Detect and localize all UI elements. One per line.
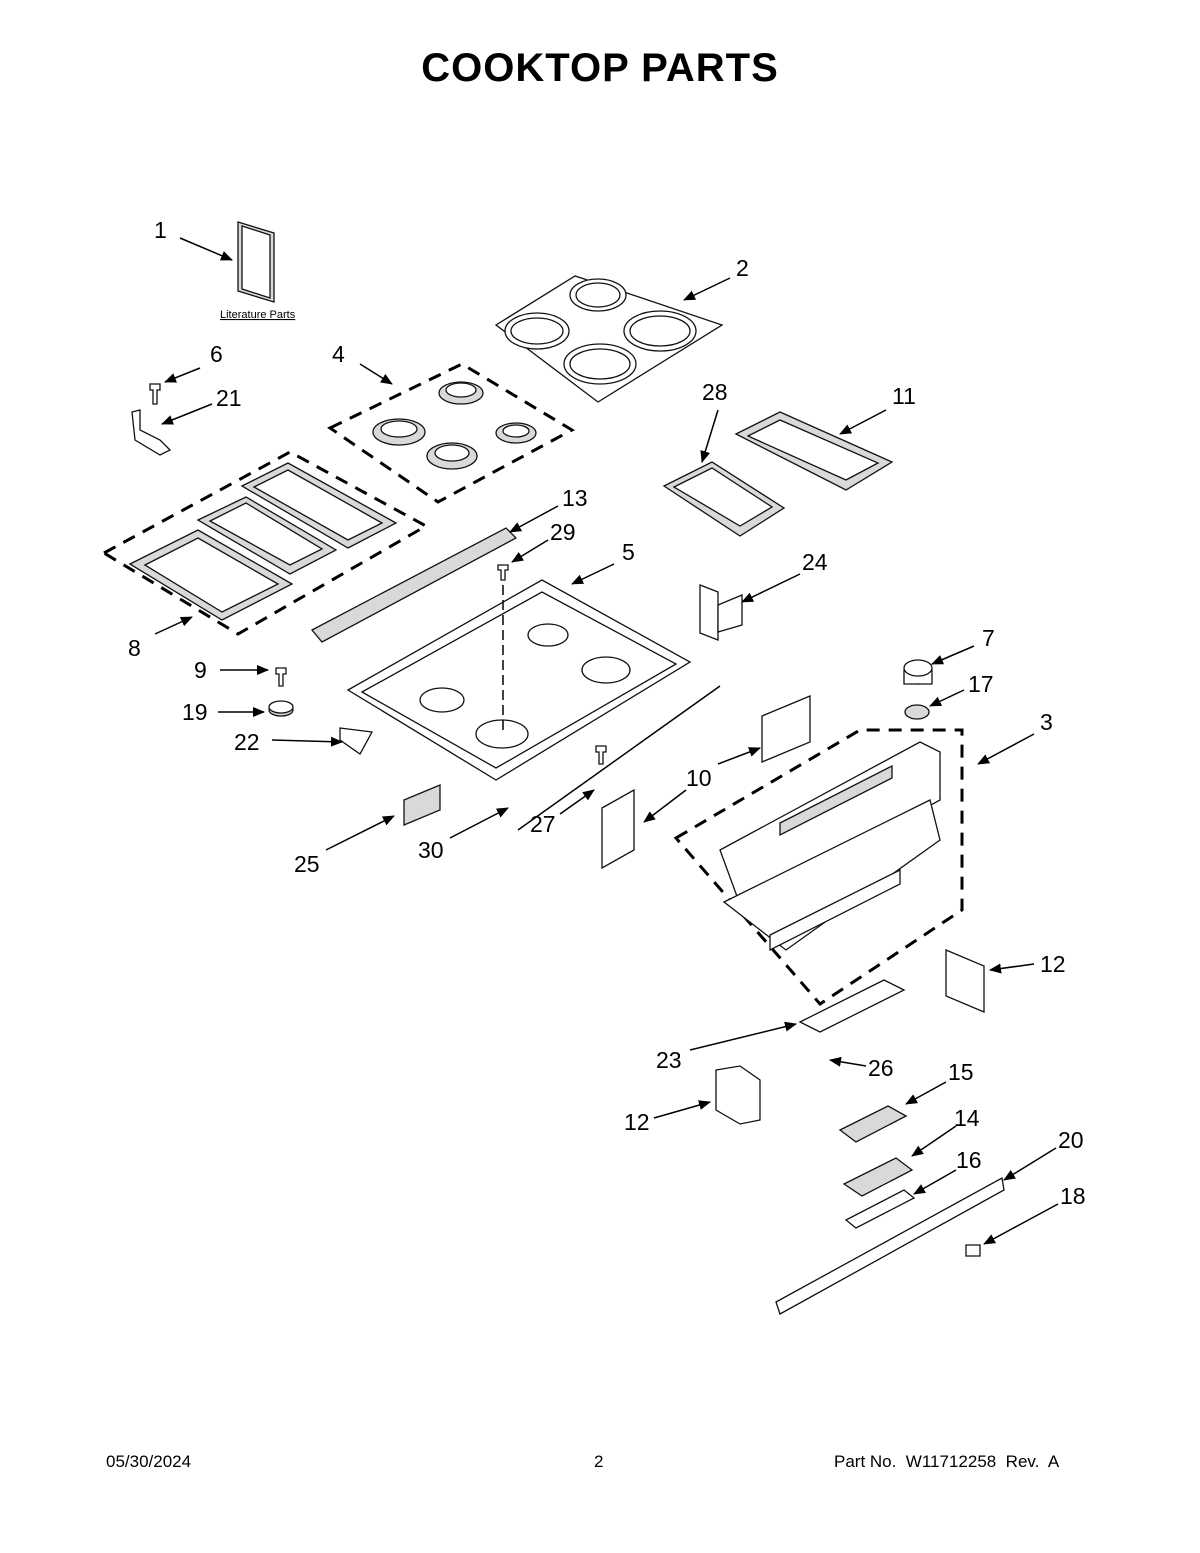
callout-2: 2	[736, 255, 749, 281]
callout-10: 10	[686, 765, 712, 791]
callout-1: 1	[154, 217, 167, 243]
screw-and-bracket	[131, 383, 172, 456]
burner-group	[327, 362, 576, 504]
callout-14: 14	[954, 1105, 980, 1131]
callout-30: 30	[418, 837, 444, 863]
leader-lines	[154, 237, 1059, 1245]
callout-numbers: 1 2 3 4 5 6 7 8 9 10 11 12 12 13 14 15 1…	[128, 217, 1086, 1209]
griddle-parts	[662, 411, 894, 537]
cooktop-top-plate	[494, 275, 724, 403]
literature-parts-book: Literature Parts	[220, 221, 296, 321]
callout-15: 15	[948, 1059, 974, 1085]
callout-17: 17	[968, 671, 994, 697]
callout-4: 4	[332, 341, 345, 367]
callout-5: 5	[622, 539, 635, 565]
callout-12b: 12	[624, 1109, 650, 1135]
callout-29: 29	[550, 519, 576, 545]
page-title: COOKTOP PARTS	[421, 46, 779, 90]
callout-11: 11	[892, 383, 916, 409]
callout-6: 6	[210, 341, 223, 367]
literature-parts-label: Literature Parts	[220, 309, 296, 321]
callout-28: 28	[702, 379, 728, 405]
callout-26: 26	[868, 1055, 894, 1081]
callout-18: 18	[1060, 1183, 1086, 1209]
grate-group	[100, 450, 430, 636]
callout-25: 25	[294, 851, 320, 877]
callout-21: 21	[216, 385, 242, 411]
burner-box	[310, 527, 692, 781]
footer-page-number: 2	[594, 1452, 604, 1471]
callout-19: 19	[182, 699, 208, 725]
callout-23: 23	[656, 1047, 682, 1073]
callout-8: 8	[128, 635, 141, 661]
callout-27: 27	[530, 811, 556, 837]
footer-part-number: Part No. W11712258 Rev. A	[834, 1452, 1060, 1471]
footer-date: 05/30/2024	[106, 1452, 192, 1471]
callout-22: 22	[234, 729, 260, 755]
callout-24: 24	[802, 549, 828, 575]
callout-20: 20	[1058, 1127, 1084, 1153]
control-panel-group	[673, 659, 1005, 1315]
callout-12: 12	[1040, 951, 1066, 977]
callout-3: 3	[1040, 709, 1053, 735]
small-parts	[268, 584, 811, 870]
callout-9: 9	[194, 657, 207, 683]
callout-13: 13	[562, 485, 588, 511]
callout-7: 7	[982, 625, 995, 651]
callout-16: 16	[956, 1147, 982, 1173]
